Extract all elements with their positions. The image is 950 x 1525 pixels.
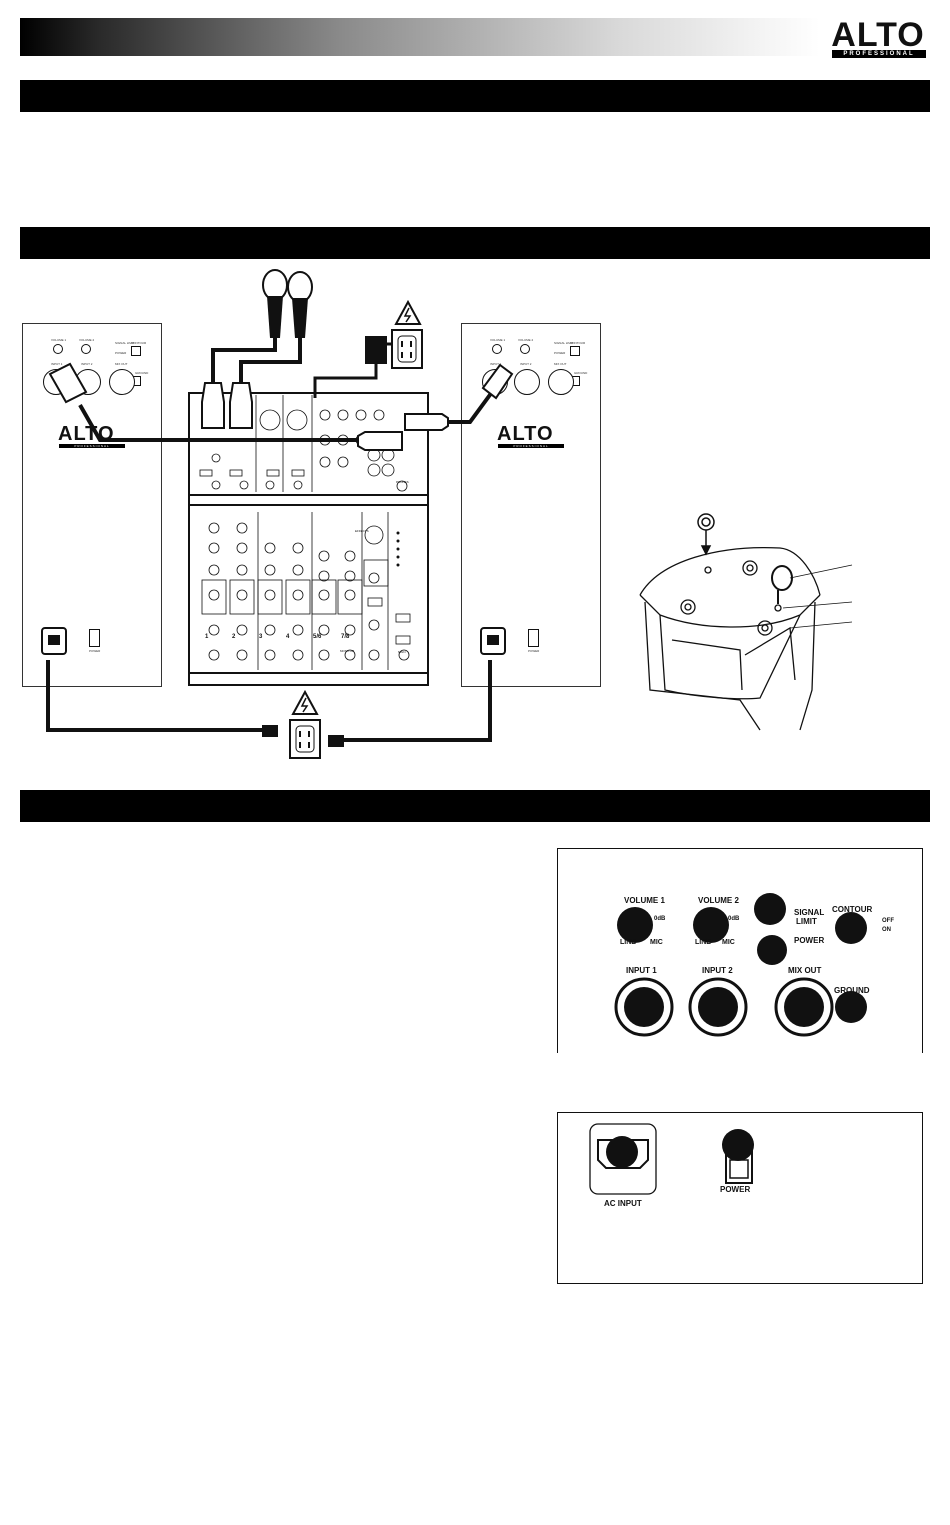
speaker-right-logo-sub: PROFESSIONAL bbox=[498, 444, 564, 448]
rear-panel-line2-label: LINE bbox=[695, 939, 711, 946]
speaker-right-mixout-jack[interactable] bbox=[548, 369, 574, 395]
speaker-left-volume2-knob[interactable] bbox=[81, 344, 91, 354]
rear-panel-volume1-label: VOLUME 1 bbox=[624, 896, 665, 905]
mixer-channel-78-label: 7/8 bbox=[341, 634, 350, 640]
speaker-left-power-led-label: POWER bbox=[115, 351, 127, 355]
rear-panel-0db2-label: 0dB bbox=[728, 916, 740, 922]
speaker-right-contour-label: CONTOUR bbox=[570, 341, 586, 345]
mixer-input-section bbox=[190, 394, 427, 496]
speaker-left-ground-label: GROUND bbox=[135, 371, 149, 375]
section-bar-3 bbox=[20, 790, 930, 822]
speaker-right-input2-label: INPUT 2 bbox=[520, 362, 532, 366]
rear-panel-signal-label: SIGNAL bbox=[794, 908, 825, 917]
speaker-left-volume1-knob[interactable] bbox=[53, 344, 63, 354]
brand-logo: ALTO bbox=[831, 16, 925, 54]
speaker-right-ac-input[interactable] bbox=[480, 627, 506, 655]
power-panel-power-label: POWER bbox=[720, 1185, 751, 1194]
power-panel-ac-input-label: AC INPUT bbox=[604, 1199, 642, 1208]
speaker-right-input1-label: INPUT 1 bbox=[490, 362, 502, 366]
speaker-left-mixout-jack[interactable] bbox=[109, 369, 135, 395]
speaker-right-signal-limit-label: SIGNAL LIMIT bbox=[554, 341, 574, 345]
speaker-right-power-led-label: POWER bbox=[554, 351, 566, 355]
mixer-phones-label: PHONES bbox=[396, 480, 409, 484]
rear-panel-contour-label: CONTOUR bbox=[832, 905, 873, 914]
speaker-right-volume2-label: VOLUME 2 bbox=[518, 338, 534, 342]
speaker-left-volume1-label: VOLUME 1 bbox=[51, 338, 67, 342]
power-panel-controls bbox=[589, 1123, 754, 1195]
mixer-main-label: MAIN bbox=[398, 650, 406, 654]
rear-panel-on-label: ON bbox=[882, 927, 891, 933]
rear-panel-limit-label: LIMIT bbox=[796, 917, 817, 926]
section-bar-1 bbox=[20, 80, 930, 112]
mixer-base bbox=[190, 672, 427, 684]
speaker-right-ground-label: GROUND bbox=[574, 371, 588, 375]
mixer-channel-4-label: 4 bbox=[286, 634, 290, 640]
power-adapter bbox=[313, 336, 393, 398]
speaker-left-mixout-label: MIX OUT bbox=[115, 362, 128, 366]
rear-panel-power-led-label: POWER bbox=[794, 936, 825, 945]
speaker-left-contour-switch[interactable] bbox=[131, 346, 141, 356]
output-xlr-plugs bbox=[48, 362, 514, 451]
rear-panel-mic2-label: MIC bbox=[722, 939, 735, 946]
power-plugs bbox=[262, 725, 344, 747]
mixer-channel-56-label: 5/6 bbox=[313, 634, 322, 640]
speaker-right-volume1-label: VOLUME 1 bbox=[490, 338, 506, 342]
speaker-right-input2-jack[interactable] bbox=[514, 369, 540, 395]
speaker-left-panel: VOLUME 1 VOLUME 2 SIGNAL LIMIT POWER CON… bbox=[22, 323, 162, 687]
speaker-right-panel: VOLUME 1 VOLUME 2 SIGNAL LIMIT POWER CON… bbox=[461, 323, 601, 687]
speaker-left-power-label: POWER bbox=[89, 649, 101, 653]
mic-cables bbox=[211, 338, 302, 385]
speaker-power-cables bbox=[46, 660, 492, 742]
outlet-icon bbox=[289, 719, 321, 759]
speaker-left-signal-limit-label: SIGNAL LIMIT bbox=[115, 341, 135, 345]
speaker-left-input2-label: INPUT 2 bbox=[81, 362, 93, 366]
mixer-rail bbox=[190, 498, 427, 506]
rear-panel-controls bbox=[614, 893, 867, 1037]
speaker-left-ac-input[interactable] bbox=[41, 627, 67, 655]
microphone-icon bbox=[262, 269, 313, 338]
rear-panel-mic1-label: MIC bbox=[650, 939, 663, 946]
rear-panel-line1-label: LINE bbox=[620, 939, 636, 946]
speaker-right-power-label: POWER bbox=[528, 649, 540, 653]
speaker-right-contour-switch[interactable] bbox=[570, 346, 580, 356]
rear-panel-detail: VOLUME 1 VOLUME 2 LINE MIC 0dB LINE MIC … bbox=[557, 848, 923, 1053]
speaker-right-mixout-label: MIX OUT bbox=[554, 362, 567, 366]
rear-panel-ground-label: GROUND bbox=[834, 986, 870, 995]
rear-panel-volume2-label: VOLUME 2 bbox=[698, 896, 739, 905]
speaker-left-volume2-label: VOLUME 2 bbox=[79, 338, 95, 342]
outlet-icon bbox=[391, 329, 423, 369]
speaker-cabinet bbox=[639, 546, 853, 731]
speaker-right-power-switch[interactable] bbox=[528, 629, 539, 647]
rear-panel-input2-label: INPUT 2 bbox=[702, 966, 733, 975]
speaker-right-volume1-knob[interactable] bbox=[492, 344, 502, 354]
section-bar-2 bbox=[20, 227, 930, 259]
rear-panel-input1-label: INPUT 1 bbox=[626, 966, 657, 975]
mic-xlr-plugs bbox=[201, 382, 253, 429]
speaker-right-volume2-knob[interactable] bbox=[520, 344, 530, 354]
mixer-knobs bbox=[201, 522, 411, 661]
rear-panel-off-label: OFF bbox=[882, 918, 894, 924]
rear-panel-mixout-label: MIX OUT bbox=[788, 966, 822, 975]
header-gradient-bar bbox=[20, 18, 820, 56]
eyebolt-icon bbox=[697, 513, 715, 556]
brand-logo-sub: PROFESSIONAL bbox=[832, 50, 926, 58]
speaker-left-contour-label: CONTOUR bbox=[131, 341, 147, 345]
speaker-left-input1-label: INPUT 1 bbox=[51, 362, 63, 366]
mixer-channel-2-label: 2 bbox=[232, 634, 236, 640]
power-panel-detail: AC INPUT POWER bbox=[557, 1112, 923, 1284]
mixer-channel-3-label: 3 bbox=[259, 634, 263, 640]
warning-shock-icon bbox=[394, 299, 422, 325]
warning-shock-icon bbox=[291, 689, 319, 715]
speaker-right-logo: ALTO bbox=[497, 423, 554, 445]
rear-panel-0db1-label: 0dB bbox=[654, 916, 666, 922]
speaker-left-logo-sub: PROFESSIONAL bbox=[59, 444, 125, 448]
speaker-left-power-switch[interactable] bbox=[89, 629, 100, 647]
mixer-channel-1-label: 1 bbox=[205, 634, 209, 640]
